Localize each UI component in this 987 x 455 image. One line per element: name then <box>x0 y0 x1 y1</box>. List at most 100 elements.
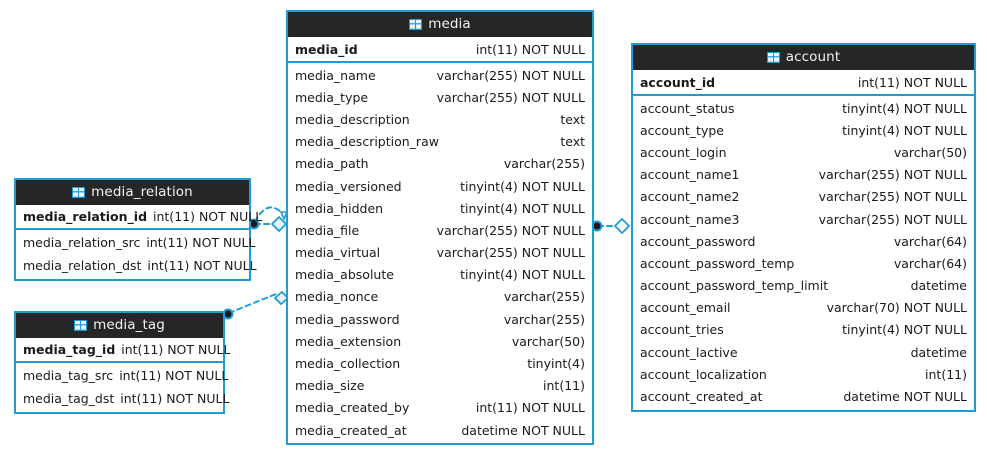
column-name: account_lactive <box>640 344 738 360</box>
column-row[interactable]: media_tag_dst int(11) NOT NULL <box>16 387 229 410</box>
entity-media[interactable]: media media_id int(11) NOT NULL media_na… <box>286 10 594 446</box>
column-type: int(11) NOT NULL <box>153 209 263 224</box>
column-row[interactable]: media_type varchar(255) NOT NULL <box>288 86 592 108</box>
column-type: varchar(64) <box>893 233 967 249</box>
column-name: media_hidden <box>295 200 384 216</box>
column-row[interactable]: account_id int(11) NOT NULL <box>633 70 974 94</box>
column-type: varchar(255) NOT NULL <box>436 245 585 261</box>
column-name: media_password <box>295 311 400 327</box>
column-row[interactable]: account_created_at datetime NOT NULL <box>633 385 974 407</box>
column-name: media_type <box>295 89 369 105</box>
column-name: media_name <box>295 67 376 83</box>
entity-account[interactable]: account account_id int(11) NOT NULL acco… <box>631 43 976 412</box>
column-row[interactable]: media_nonce varchar(255) <box>288 286 592 308</box>
diamond-marker <box>613 217 631 235</box>
entity-media_relation[interactable]: media_relation media_relation_id int(11)… <box>14 178 262 281</box>
column-type: datetime NOT NULL <box>843 389 967 405</box>
column-type: varchar(50) <box>511 333 585 349</box>
column-type: int(11) NOT NULL <box>475 400 585 416</box>
column-row[interactable]: account_status tinyint(4) NOT NULL <box>633 97 974 119</box>
column-row[interactable]: media_tag_src int(11) NOT NULL <box>16 364 228 387</box>
column-name: account_status <box>640 100 735 116</box>
column-name: media_tag_id <box>23 342 116 357</box>
entity-header-account: account <box>633 45 974 70</box>
column-name: media_description_raw <box>295 134 439 150</box>
column-type: text <box>560 111 585 127</box>
column-name: media_description <box>295 111 410 127</box>
column-row[interactable]: account_password varchar(64) <box>633 230 974 252</box>
column-type: int(11) NOT NULL <box>147 258 257 273</box>
table-icon <box>72 187 86 198</box>
diamond-marker <box>270 215 288 233</box>
column-row[interactable]: media_tag_id int(11) NOT NULL <box>16 338 230 361</box>
column-row[interactable]: account_type tinyint(4) NOT NULL <box>633 119 974 141</box>
entity-title: media_tag <box>93 316 165 333</box>
column-type: int(11) <box>925 366 967 382</box>
column-name: account_password_temp <box>640 255 795 271</box>
column-type: int(11) NOT NULL <box>120 391 230 406</box>
column-row[interactable]: media_id int(11) NOT NULL <box>288 37 592 61</box>
column-type: varchar(255) NOT NULL <box>818 211 967 227</box>
column-name: account_password <box>640 233 756 249</box>
column-name: media_tag_dst <box>23 391 115 406</box>
column-name: media_file <box>295 222 360 238</box>
column-name: media_collection <box>295 356 401 372</box>
column-type: tinyint(4) NOT NULL <box>842 100 967 116</box>
column-name: media_tag_src <box>23 368 114 383</box>
column-name: media_virtual <box>295 245 381 261</box>
column-type: tinyint(4) NOT NULL <box>842 322 967 338</box>
column-type: tinyint(4) NOT NULL <box>842 122 967 138</box>
column-name: account_email <box>640 300 731 316</box>
column-name: account_localization <box>640 366 767 382</box>
entity-title: account <box>785 48 841 65</box>
entity-media_tag[interactable]: media_tag media_tag_id int(11) NOT NULL … <box>14 311 230 414</box>
column-name: account_tries <box>640 322 724 338</box>
columns-section: media_tag_src int(11) NOT NULL media_tag_… <box>16 363 229 412</box>
column-name: account_type <box>640 122 724 138</box>
column-row[interactable]: account_tries tinyint(4) NOT NULL <box>633 319 974 341</box>
column-row[interactable]: media_description text <box>288 108 592 130</box>
column-type: varchar(255) NOT NULL <box>436 89 585 105</box>
columns-section: account_status tinyint(4) NOT NULL accoun… <box>633 96 974 410</box>
column-name: account_id <box>640 74 716 90</box>
column-type: int(11) NOT NULL <box>146 235 256 250</box>
column-type: int(11) NOT NULL <box>119 368 229 383</box>
entity-title: media <box>428 15 471 32</box>
column-name: account_created_at <box>640 389 763 405</box>
column-row[interactable]: media_relation_id int(11) NOT NULL <box>16 205 262 228</box>
column-row[interactable]: media_virtual varchar(255) NOT NULL <box>288 242 592 264</box>
relationship-media_tag-media <box>222 290 290 320</box>
column-type: varchar(255) <box>503 289 585 305</box>
table-icon <box>409 19 423 30</box>
column-row[interactable]: account_localization int(11) <box>633 363 974 385</box>
column-name: media_versioned <box>295 178 402 194</box>
primary-key-section: media_relation_id int(11) NOT NULL <box>16 205 262 230</box>
column-name: media_nonce <box>295 289 379 305</box>
